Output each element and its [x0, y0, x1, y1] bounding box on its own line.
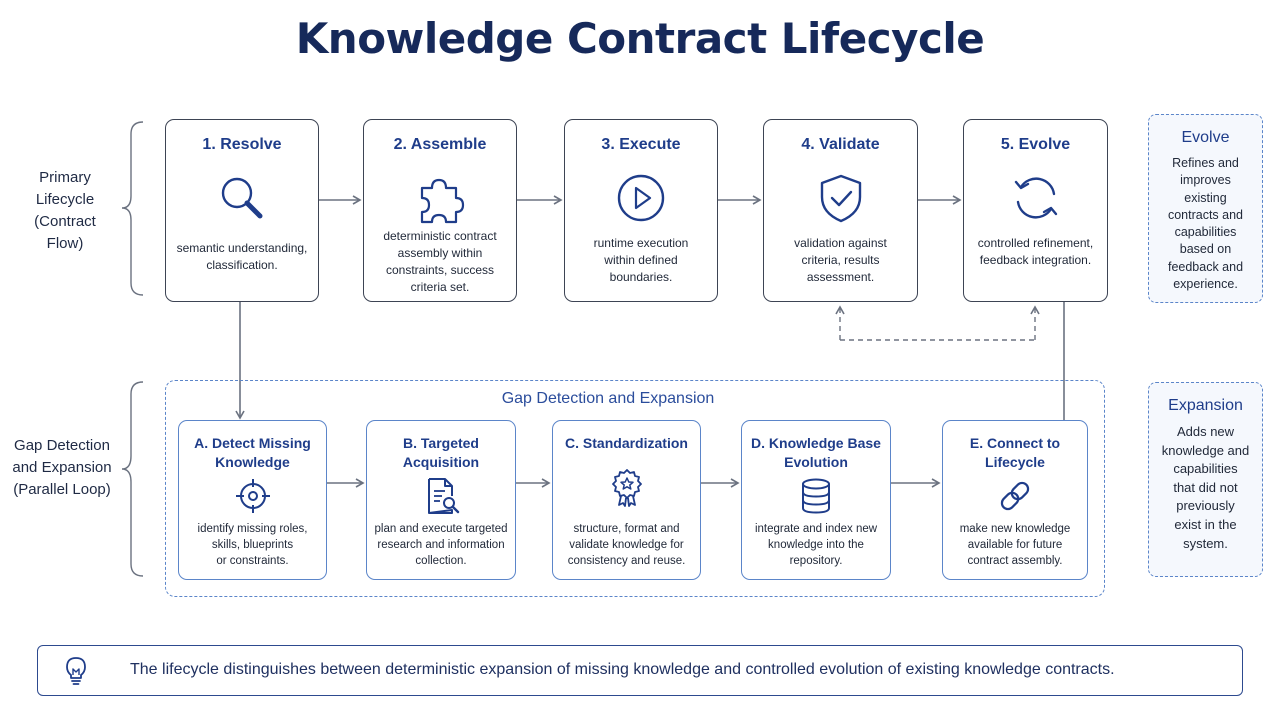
gap-step-title: E. Connect to Lifecycle: [969, 435, 1061, 470]
footer-note: The lifecycle distinguishes between dete…: [37, 645, 1243, 696]
gap-step-standardization[interactable]: C. Standardization structure, format and…: [552, 420, 701, 580]
footer-text: The lifecycle distinguishes between dete…: [130, 661, 1115, 678]
step-title: 1. Resolve: [202, 136, 282, 153]
link-icon: [1000, 481, 1030, 511]
step-description: validation against criteria, results ass…: [794, 236, 887, 284]
summary-title: Evolve: [1181, 129, 1230, 146]
refresh-icon: [1014, 177, 1057, 219]
step-validate[interactable]: 4. Validate validation against criteria,…: [763, 119, 918, 302]
gap-step-title: C. Standardization: [565, 435, 688, 451]
step-title: 2. Assemble: [393, 136, 487, 153]
gap-detection-title: Gap Detection and Expansion: [501, 390, 715, 407]
step-description: controlled refinement, feedback integrat…: [977, 236, 1094, 267]
gap-step-connect-to-lifecycle[interactable]: E. Connect to Lifecycle make new knowled…: [942, 420, 1088, 580]
step-title: 3. Execute: [601, 136, 681, 153]
gap-step-title: B. Targeted Acquisition: [402, 435, 480, 470]
gap-step-detect-missing[interactable]: A. Detect Missing Knowledge identify mis…: [178, 420, 327, 580]
gap-step-description: structure, format and validate knowledge…: [567, 523, 686, 567]
page-title: Knowledge Contract Lifecycle: [295, 14, 985, 63]
award-badge-icon: [611, 469, 642, 507]
gap-step-description: make new knowledge available for future …: [959, 523, 1071, 567]
lightbulb-icon: [66, 657, 86, 685]
primary-brace: [121, 121, 144, 296]
database-icon: [802, 478, 830, 514]
step-title: 5. Evolve: [1000, 136, 1071, 153]
primary-lifecycle-label: Primary Lifecycle (Contract Flow): [34, 169, 96, 252]
step-resolve[interactable]: 1. Resolve semantic understanding, class…: [165, 119, 319, 302]
step-evolve[interactable]: 5. Evolve controlled refinement, feedbac…: [963, 119, 1108, 302]
gap-step-description: identify missing roles, skills, blueprin…: [197, 523, 308, 567]
gap-step-knowledge-base-evolution[interactable]: D. Knowledge Base Evolution integrate an…: [741, 420, 891, 580]
gap-step-description: plan and execute targeted research and i…: [374, 523, 508, 567]
play-icon: [617, 174, 665, 222]
summary-description: Adds new knowledge and capabilities that…: [1161, 424, 1250, 551]
summary-description: Refines and improves existing contracts …: [1167, 156, 1244, 292]
gap-detection-label: Gap Detection and Expansion (Parallel Lo…: [12, 437, 112, 498]
gap-brace: [121, 381, 144, 577]
document-search-icon: [428, 478, 460, 514]
summary-expansion: Expansion Adds new knowledge and capabil…: [1148, 382, 1263, 577]
gap-step-title: D. Knowledge Base Evolution: [751, 435, 881, 470]
puzzle-icon: [420, 178, 465, 224]
step-execute[interactable]: 3. Execute runtime execution within defi…: [564, 119, 718, 302]
gap-step-description: integrate and index new knowledge into t…: [754, 523, 878, 567]
step-title: 4. Validate: [801, 136, 880, 153]
summary-evolve: Evolve Refines and improves existing con…: [1148, 114, 1263, 303]
target-icon: [235, 479, 270, 513]
summary-title: Expansion: [1168, 397, 1243, 414]
step-description: runtime execution within defined boundar…: [593, 236, 689, 284]
gap-step-targeted-acquisition[interactable]: B. Targeted Acquisition plan and execute…: [366, 420, 516, 580]
step-description: semantic understanding, classification.: [176, 241, 308, 272]
gap-step-title: A. Detect Missing Knowledge: [194, 435, 311, 470]
magnifier-icon: [221, 177, 263, 219]
step-description: deterministic contract assembly within c…: [383, 229, 497, 294]
shield-check-icon: [820, 174, 861, 223]
gap-detection-container: [165, 380, 1105, 597]
step-assemble[interactable]: 2. Assemble deterministic contract assem…: [363, 119, 517, 302]
